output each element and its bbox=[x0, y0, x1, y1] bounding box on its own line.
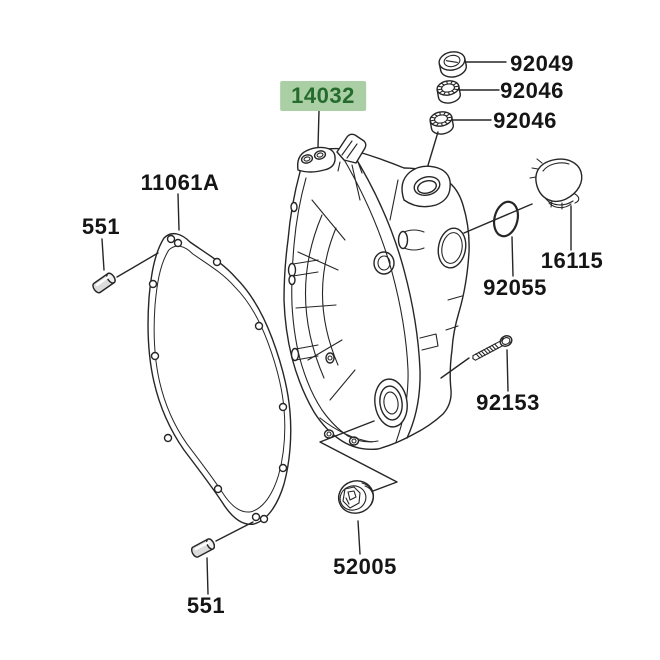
leader-line bbox=[506, 349, 509, 392]
leader-line bbox=[101, 238, 105, 271]
needle-bearing-lower-drawing bbox=[428, 109, 456, 137]
leader-line bbox=[317, 110, 320, 148]
part-label-92046-upper: 92046 bbox=[500, 78, 564, 103]
dowel-pin-lower-drawing bbox=[188, 536, 218, 560]
part-label-92055: 92055 bbox=[483, 275, 547, 300]
part-label-92049: 92049 bbox=[510, 51, 574, 76]
part-label-92153: 92153 bbox=[476, 390, 540, 415]
flanged-bolt-drawing bbox=[472, 335, 513, 361]
part-label-551-upper: 551 bbox=[81, 214, 121, 239]
clutch-cover-drawing bbox=[283, 133, 470, 451]
leader-line bbox=[319, 420, 398, 492]
o-ring-drawing bbox=[492, 200, 520, 238]
oil-filler-cap-drawing bbox=[529, 158, 583, 210]
leader-line bbox=[177, 193, 180, 231]
oil-level-sight-glass-drawing bbox=[337, 480, 375, 514]
leader-line bbox=[425, 131, 439, 173]
part-label-14032-highlighted: 14032 bbox=[280, 81, 366, 111]
part-label-16115: 16115 bbox=[540, 248, 604, 273]
needle-bearing-upper-drawing bbox=[435, 78, 463, 106]
part-label-551-lower: 551 bbox=[186, 593, 226, 618]
leader-line bbox=[463, 203, 533, 234]
part-label-52005: 52005 bbox=[333, 554, 397, 579]
oil-seal-drawing bbox=[438, 51, 467, 78]
leader-line bbox=[357, 520, 361, 555]
leader-line bbox=[215, 521, 254, 542]
leader-lines bbox=[101, 61, 572, 595]
dowel-pin-upper-drawing bbox=[90, 270, 118, 296]
leader-line bbox=[116, 252, 159, 278]
cover-gasket-drawing bbox=[147, 232, 292, 525]
leader-line bbox=[511, 236, 514, 277]
part-label-92046-lower: 92046 bbox=[493, 108, 557, 133]
leader-line bbox=[440, 357, 470, 379]
part-label-11061A: 11061A bbox=[140, 170, 220, 195]
leader-line bbox=[206, 557, 209, 595]
